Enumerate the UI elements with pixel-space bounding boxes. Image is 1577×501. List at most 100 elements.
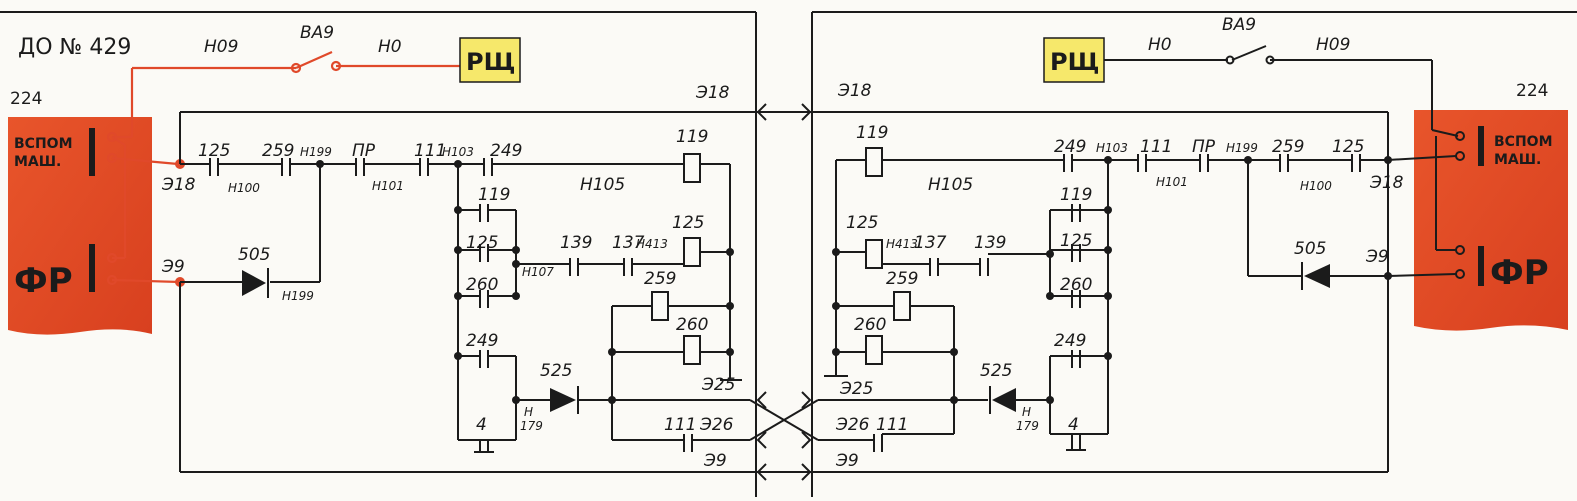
- right-contact-260: 260: [1060, 275, 1092, 295]
- left-block-code: 224: [10, 89, 42, 109]
- right-wire-h179-b: 179: [1016, 419, 1039, 433]
- left-wire-e9: Э9: [161, 257, 185, 277]
- left-breaker-label: ВА9: [300, 23, 334, 43]
- left-contact-249: 249: [490, 141, 522, 161]
- left-wire-h09: Н09: [204, 37, 238, 57]
- left-wire-h413: Н413: [636, 237, 668, 251]
- right-contact-125b: 125: [1060, 231, 1092, 251]
- left-wire-e25: Э25: [701, 375, 736, 395]
- right-wire-h413: Н413: [886, 237, 918, 251]
- left-black-wiring: [179, 111, 750, 473]
- left-wire-e18: Э18: [161, 175, 196, 195]
- right-coil-260: 260: [854, 315, 886, 335]
- center-connectors: [749, 103, 819, 481]
- right-wire-e18: Э18: [1369, 173, 1404, 193]
- right-contact-119: 119: [1060, 185, 1092, 205]
- right-panel-label: РЩ: [1050, 48, 1099, 76]
- left-fr-label: ФР: [14, 261, 73, 301]
- left-contact-260: 260: [466, 275, 498, 295]
- right-panel-box: [1043, 37, 1105, 83]
- left-wire-h199-top: Н199: [300, 145, 332, 159]
- right-contact-259: 259: [1272, 137, 1304, 157]
- left-wire-h105: Н105: [580, 175, 625, 195]
- right-orange-block: [1414, 110, 1568, 331]
- left-red-wiring: [106, 50, 460, 287]
- left-coil-125: 125: [672, 213, 704, 233]
- right-wire-h105: Н105: [928, 175, 973, 195]
- right-block-code: 224: [1516, 81, 1548, 101]
- left-contact-119: 119: [478, 185, 510, 205]
- right-diode-525: 525: [980, 361, 1012, 381]
- right-aux-contact: [1478, 126, 1484, 166]
- right-contact-111b: 111: [876, 415, 908, 435]
- left-aux-label-2: МАШ.: [14, 154, 61, 170]
- right-wire-h100: Н100: [1300, 179, 1332, 193]
- right-aux-label-2: МАШ.: [1494, 152, 1541, 168]
- left-contact-139: 139: [560, 233, 592, 253]
- right-coil-119: 119: [856, 123, 888, 143]
- left-contact-111b: 111: [664, 415, 696, 435]
- left-contact-259: 259: [262, 141, 294, 161]
- right-coil-259: 259: [886, 269, 918, 289]
- right-wire-h0: Н0: [1148, 35, 1172, 55]
- right-wire-h199-top: Н199: [1226, 141, 1258, 155]
- left-frame: [0, 11, 757, 497]
- right-wire-e9-bottom: Э9: [835, 451, 859, 471]
- right-wire-e26: Э26: [835, 415, 870, 435]
- left-diode-505: 505: [238, 245, 270, 265]
- left-wire-h103: Н103: [442, 145, 474, 159]
- left-contact-4: 4: [476, 415, 487, 435]
- left-contact-125b: 125: [466, 233, 498, 253]
- left-wire-h101: Н101: [372, 179, 404, 193]
- left-diode-525: 525: [540, 361, 572, 381]
- left-wire-h199-diode: Н199: [282, 289, 314, 303]
- right-wire-e18-top: Э18: [837, 81, 872, 101]
- left-wire-h107: Н107: [522, 265, 554, 279]
- left-contact-249b: 249: [466, 331, 498, 351]
- left-aux-label-1: ВСПОМ: [14, 136, 73, 152]
- right-wire-pr: ПР: [1192, 137, 1216, 157]
- left-wire-e9-bottom: Э9: [703, 451, 727, 471]
- right-aux-label-1: ВСПОМ: [1494, 134, 1553, 150]
- right-breaker-label: ВА9: [1222, 15, 1256, 35]
- left-coil-260: 260: [676, 315, 708, 335]
- left-contact-137: 137: [612, 233, 645, 253]
- left-panel-label: РЩ: [466, 48, 515, 76]
- left-panel-box: [459, 37, 521, 83]
- right-coil-125: 125: [846, 213, 878, 233]
- diagram-title: ДО № 429: [18, 35, 131, 60]
- right-fr-contact: [1478, 246, 1484, 286]
- right-diode-505: 505: [1294, 239, 1326, 259]
- right-wire-h09: Н09: [1316, 35, 1350, 55]
- left-wire-e26: Э26: [699, 415, 734, 435]
- left-fr-contact: [89, 244, 95, 292]
- left-coil-259: 259: [644, 269, 676, 289]
- left-wire-pr: ПР: [352, 141, 376, 161]
- right-fr-label: ФР: [1490, 253, 1549, 293]
- right-contact-125: 125: [1332, 137, 1364, 157]
- right-wire-h179-a: Н: [1022, 405, 1031, 419]
- left-wire-h179-b: 179: [520, 419, 543, 433]
- right-black-wiring: [818, 45, 1465, 473]
- left-contact-125: 125: [198, 141, 230, 161]
- right-contact-137: 137: [914, 233, 947, 253]
- right-contact-4: 4: [1068, 415, 1079, 435]
- right-frame: [811, 11, 1577, 497]
- right-wire-h103: Н103: [1096, 141, 1128, 155]
- left-coil-119: 119: [676, 127, 708, 147]
- right-contact-111: 111: [1140, 137, 1172, 157]
- left-wire-h100: Н100: [228, 181, 260, 195]
- right-wire-h101: Н101: [1156, 175, 1188, 189]
- right-contact-139: 139: [974, 233, 1006, 253]
- left-aux-contact: [89, 128, 95, 176]
- left-wire-e18-top: Э18: [695, 83, 730, 103]
- right-contact-249: 249: [1054, 137, 1086, 157]
- right-wire-e25: Э25: [839, 379, 874, 399]
- left-wire-h179-a: Н: [524, 405, 533, 419]
- right-contact-249b: 249: [1054, 331, 1086, 351]
- left-contact-111: 111: [414, 141, 446, 161]
- left-wire-h0: Н0: [378, 37, 402, 57]
- right-wire-e9: Э9: [1365, 247, 1389, 267]
